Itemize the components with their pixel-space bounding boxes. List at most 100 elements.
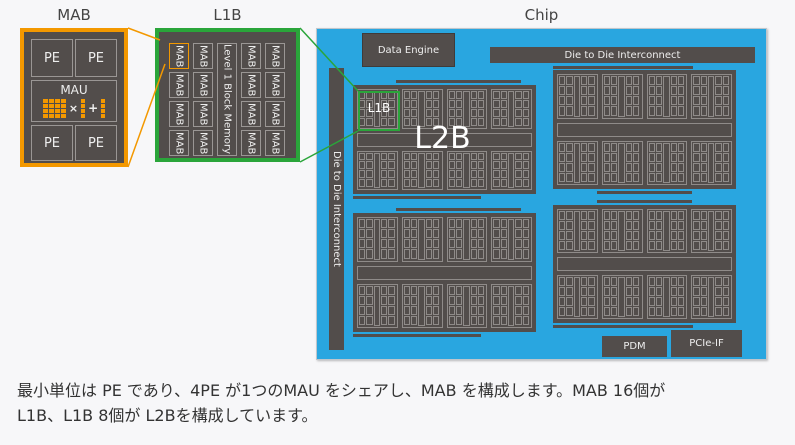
mab-mini <box>722 287 729 296</box>
mab-block: PE PE MAU × + PE PE <box>20 28 128 167</box>
l1b-memory-mini <box>373 285 381 326</box>
mab-mini <box>515 161 522 170</box>
mab-mini <box>448 229 455 239</box>
mab-mini <box>433 117 440 126</box>
l1b-memory-mini <box>618 211 625 251</box>
mab-mini <box>559 277 566 286</box>
mab-mini <box>655 287 663 296</box>
mab-mini <box>403 249 411 259</box>
mab-mini <box>566 152 573 162</box>
mab-mini <box>425 161 433 170</box>
l1b-memory-mini <box>618 142 625 183</box>
mab-cell: MAB <box>193 72 213 98</box>
l2b-block <box>553 70 736 189</box>
mab-mini <box>722 152 729 162</box>
mab-mini <box>388 108 395 117</box>
mab-mini <box>366 239 373 249</box>
mab-mini <box>648 287 655 296</box>
mab-mini <box>625 231 633 240</box>
l1b-tile <box>446 217 488 262</box>
mab-mini <box>588 241 595 250</box>
mab-mini <box>522 108 529 117</box>
mab-mini <box>700 277 707 286</box>
mab-mini <box>470 152 477 161</box>
mab-mini <box>381 285 388 295</box>
mab-mini <box>715 231 722 240</box>
mab-mini <box>700 297 707 306</box>
mab-mini <box>366 108 373 117</box>
mab-mini <box>648 231 655 240</box>
mab-mini <box>677 76 685 86</box>
mab-mini <box>500 152 507 161</box>
mab-mini <box>493 295 500 305</box>
mab-mini <box>625 211 633 220</box>
mab-mini <box>359 179 366 187</box>
mab-mini <box>470 285 477 295</box>
mab-mini <box>581 221 588 230</box>
mab-mini <box>648 211 655 220</box>
mab-mini <box>425 108 433 117</box>
mab-mini <box>633 297 640 306</box>
mab-mini <box>611 231 618 240</box>
mab-mini <box>477 161 485 170</box>
mab-mini <box>677 172 685 182</box>
mab-mini <box>403 305 411 315</box>
mab-mini <box>566 142 573 152</box>
mab-mini <box>411 99 418 108</box>
mab-mini <box>381 152 388 161</box>
l1b-tile <box>646 275 688 319</box>
mab-mini <box>455 285 463 295</box>
l1b-tile <box>491 89 532 129</box>
mab-mini <box>470 161 477 170</box>
mab-mini <box>625 96 633 106</box>
mab-mini <box>388 305 395 315</box>
mab-mini <box>515 108 522 117</box>
mab-mini <box>388 99 395 108</box>
mab-mini <box>381 229 388 239</box>
mab-mini <box>566 241 573 250</box>
caption-line-1: 最小単位は PE であり、4PE が1つのMAU をシェアし、MAB を構成しま… <box>17 381 666 400</box>
mab-mini <box>477 315 485 325</box>
mab-mini <box>677 152 685 162</box>
mab-mini <box>455 91 463 99</box>
caption: 最小単位は PE であり、4PE が1つのMAU をシェアし、MAB を構成しま… <box>17 378 787 428</box>
mab-mini <box>515 315 522 325</box>
mab-mini <box>633 172 640 182</box>
mab-mini <box>648 106 655 116</box>
die-to-die-interconnect-vertical: Die to Die Interconnect <box>329 68 344 350</box>
mab-mini <box>411 170 418 179</box>
mab-mini <box>611 152 618 162</box>
mab-mini <box>581 162 588 172</box>
mab-mini <box>500 219 507 229</box>
mab-mini <box>403 239 411 249</box>
mab-mini <box>625 221 633 230</box>
mab-mini <box>559 172 566 182</box>
mab-mini <box>559 162 566 172</box>
mab-mini <box>581 86 588 96</box>
mab-mini <box>500 249 507 259</box>
mab-mini <box>425 229 433 239</box>
l1b-memory-mini <box>707 76 715 117</box>
mab-mini <box>522 229 529 239</box>
l1b-tile <box>401 89 443 129</box>
mab-mini <box>515 229 522 239</box>
mab-mini <box>611 307 618 316</box>
mab-cell-highlighted: MAB <box>169 43 189 69</box>
l1b-tile <box>446 150 488 190</box>
mab-mini <box>515 91 522 99</box>
mab-mini <box>411 219 418 229</box>
mab-mini <box>670 297 677 306</box>
l2b-memory-bar <box>557 122 732 137</box>
pe-cell: PE <box>31 125 73 161</box>
mab-mini <box>566 76 573 86</box>
l1b-tile <box>557 275 598 319</box>
mab-mini <box>715 96 722 106</box>
mab-mini <box>566 172 573 182</box>
mab-mini <box>715 297 722 306</box>
mab-mini <box>500 315 507 325</box>
mab-mini <box>388 249 395 259</box>
mab-mini <box>633 106 640 116</box>
mab-mini <box>411 161 418 170</box>
mab-mini <box>700 231 707 240</box>
mab-mini <box>559 297 566 306</box>
